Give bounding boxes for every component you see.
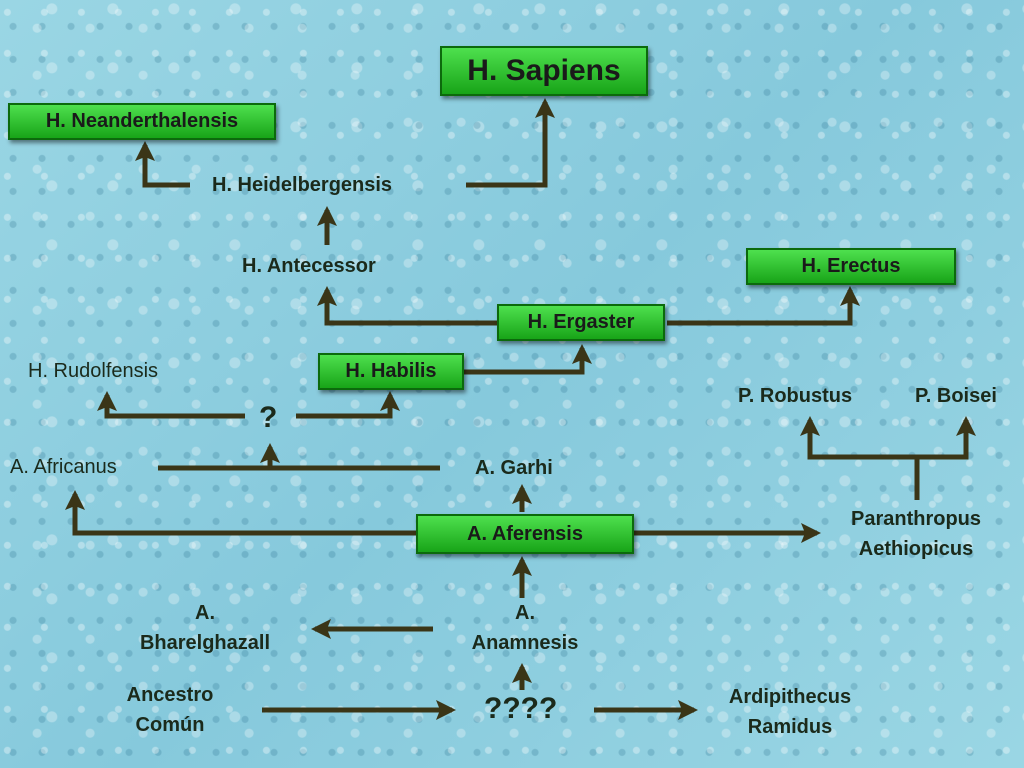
node-a-africanus: A. Africanus (10, 456, 117, 478)
node-paranthropus-line2: Aethiopicus (858, 538, 974, 560)
arrow-heidelbergensis-to-neanderthalensis (135, 141, 190, 188)
node-h-sapiens-label: H. Sapiens (467, 54, 621, 87)
node-anamnesis-line2: Anamnesis (471, 632, 579, 654)
node-h-neanderthalensis-label: H. Neanderthalensis (45, 110, 239, 132)
node-paranthropus-aethiopicus: Paranthropus Aethiopicus (820, 504, 1012, 564)
node-h-erectus: H. Erectus (746, 248, 956, 285)
node-ardipithecus-ramidus: Ardipithecus Ramidus (700, 682, 880, 742)
node-h-erectus-label: H. Erectus (801, 255, 901, 277)
node-ardipithecus-line1: Ardipithecus (728, 686, 852, 708)
node-h-neanderthalensis: H. Neanderthalensis (8, 103, 276, 140)
node-a-bharelghazall: A. Bharelghazall (110, 598, 300, 658)
node-h-heidelbergensis: H. Heidelbergensis (212, 174, 393, 196)
node-h-ergaster-label: H. Ergaster (527, 311, 635, 333)
arrow-unknown-to-habilis (296, 391, 400, 419)
node-a-garhi: A. Garhi (475, 457, 553, 479)
arrow-unknown-to-rudolfensis (97, 391, 245, 419)
node-bharelghazall-line2: Bharelghazall (139, 632, 271, 654)
arrow-ergaster-to-erectus (667, 286, 860, 326)
arrow-paranthropus-to-boisei (917, 416, 976, 460)
arrow-habilis-to-ergaster (464, 344, 592, 375)
node-paranthropus-line1: Paranthropus (850, 508, 982, 530)
node-h-sapiens: H. Sapiens (440, 46, 648, 96)
node-h-antecessor: H. Antecessor (242, 255, 376, 277)
arrow-aferensis-to-africanus (65, 490, 416, 536)
arrow-ergaster-to-antecessor (317, 286, 497, 326)
node-p-robustus: P. Robustus (738, 385, 853, 407)
node-bharelghazall-line1: A. (195, 602, 215, 624)
node-root-unknown: ???? (484, 692, 558, 725)
node-h-habilis-label: H. Habilis (345, 360, 437, 382)
node-h-ergaster: H. Ergaster (497, 304, 665, 341)
node-h-habilis: H. Habilis (318, 353, 464, 390)
node-p-boisei: P. Boisei (915, 385, 997, 407)
node-a-aferensis-label: A. Aferensis (467, 522, 583, 545)
node-ancestro-line2: Común (135, 714, 205, 736)
node-ancestro-comun: Ancestro Común (100, 680, 240, 740)
node-ancestro-line1: Ancestro (126, 684, 214, 706)
node-ardipithecus-line2: Ramidus (747, 716, 833, 738)
arrow-heidelbergensis-to-sapiens (466, 98, 555, 188)
node-a-anamnesis: A. Anamnesis (440, 598, 610, 658)
node-unknown: ? (259, 401, 278, 434)
node-h-rudolfensis: H. Rudolfensis (28, 360, 159, 382)
node-a-aferensis: A. Aferensis (416, 514, 634, 554)
arrow-paranthropus-to-robustus (800, 416, 917, 460)
node-anamnesis-line1: A. (515, 602, 535, 624)
